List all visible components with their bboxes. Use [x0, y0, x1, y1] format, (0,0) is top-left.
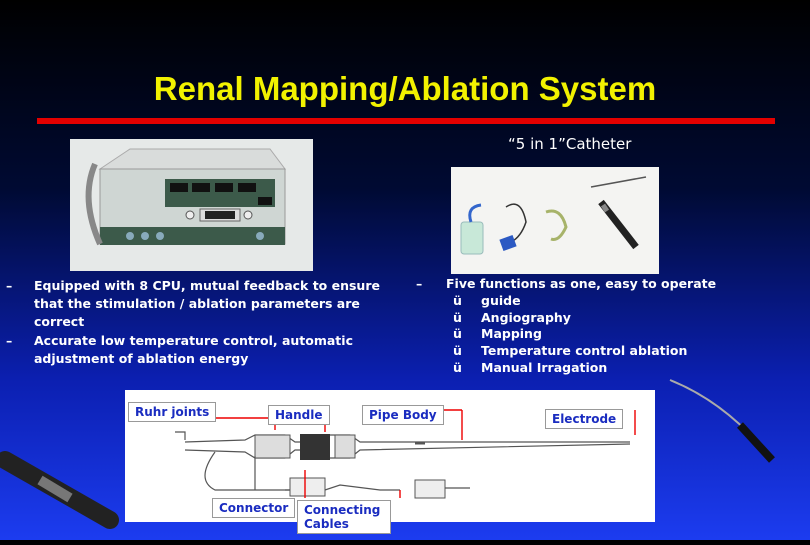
- right-bullet-list: – Five functions as one, easy to operate…: [416, 276, 716, 377]
- label-ruhr-joints: Ruhr joints: [128, 402, 217, 422]
- check-item-text: guide: [481, 292, 521, 308]
- checkmark-icon: ü: [453, 309, 462, 325]
- check-list-item: ü guide: [416, 293, 716, 310]
- guide-wire-photo: [660, 370, 810, 470]
- check-item-text: Manual Irragation: [481, 359, 608, 375]
- dash-icon: –: [6, 333, 13, 348]
- bullet-text: Five functions as one, easy to operate: [446, 276, 717, 291]
- checkmark-icon: ü: [453, 359, 462, 375]
- check-list-item: ü Temperature control ablation: [416, 343, 716, 360]
- title-underline: [37, 118, 775, 124]
- checkmark-icon: ü: [453, 292, 462, 308]
- check-item-text: Angiography: [481, 309, 571, 325]
- bullet-text: Equipped with 8 CPU, mutual feedback to …: [34, 278, 380, 329]
- label-pipe-body: Pipe Body: [362, 405, 444, 425]
- check-item-text: Temperature control ablation: [481, 343, 688, 359]
- handpiece-photo: [0, 440, 122, 540]
- left-bullet-item: – Equipped with 8 CPU, mutual feedback t…: [6, 277, 401, 331]
- checkmark-icon: ü: [453, 326, 462, 342]
- left-bullet-item: – Accurate low temperature control, auto…: [6, 332, 401, 368]
- check-list-item: ü Manual Irragation: [416, 360, 716, 377]
- label-handle: Handle: [268, 405, 330, 425]
- dash-icon: –: [6, 278, 13, 293]
- label-electrode: Electrode: [545, 409, 624, 429]
- right-bullet-head: – Five functions as one, easy to operate: [416, 276, 716, 293]
- dash-icon: –: [416, 276, 423, 291]
- label-connecting-cables: Connecting Cables: [297, 500, 391, 534]
- slide-title: Renal Mapping/Ablation System: [153, 70, 657, 107]
- ablation-generator-photo: [70, 139, 313, 271]
- check-item-text: Mapping: [481, 326, 542, 342]
- label-connector: Connector: [212, 498, 296, 518]
- check-list-item: ü Mapping: [416, 326, 716, 343]
- checkmark-icon: ü: [453, 343, 462, 359]
- catheter-set-photo: [451, 167, 659, 274]
- check-list-item: ü Angiography: [416, 310, 716, 327]
- catheter-heading: “5 in 1”Catheter: [508, 135, 632, 153]
- left-bullet-list: – Equipped with 8 CPU, mutual feedback t…: [6, 277, 401, 369]
- bullet-text: Accurate low temperature control, automa…: [34, 333, 353, 366]
